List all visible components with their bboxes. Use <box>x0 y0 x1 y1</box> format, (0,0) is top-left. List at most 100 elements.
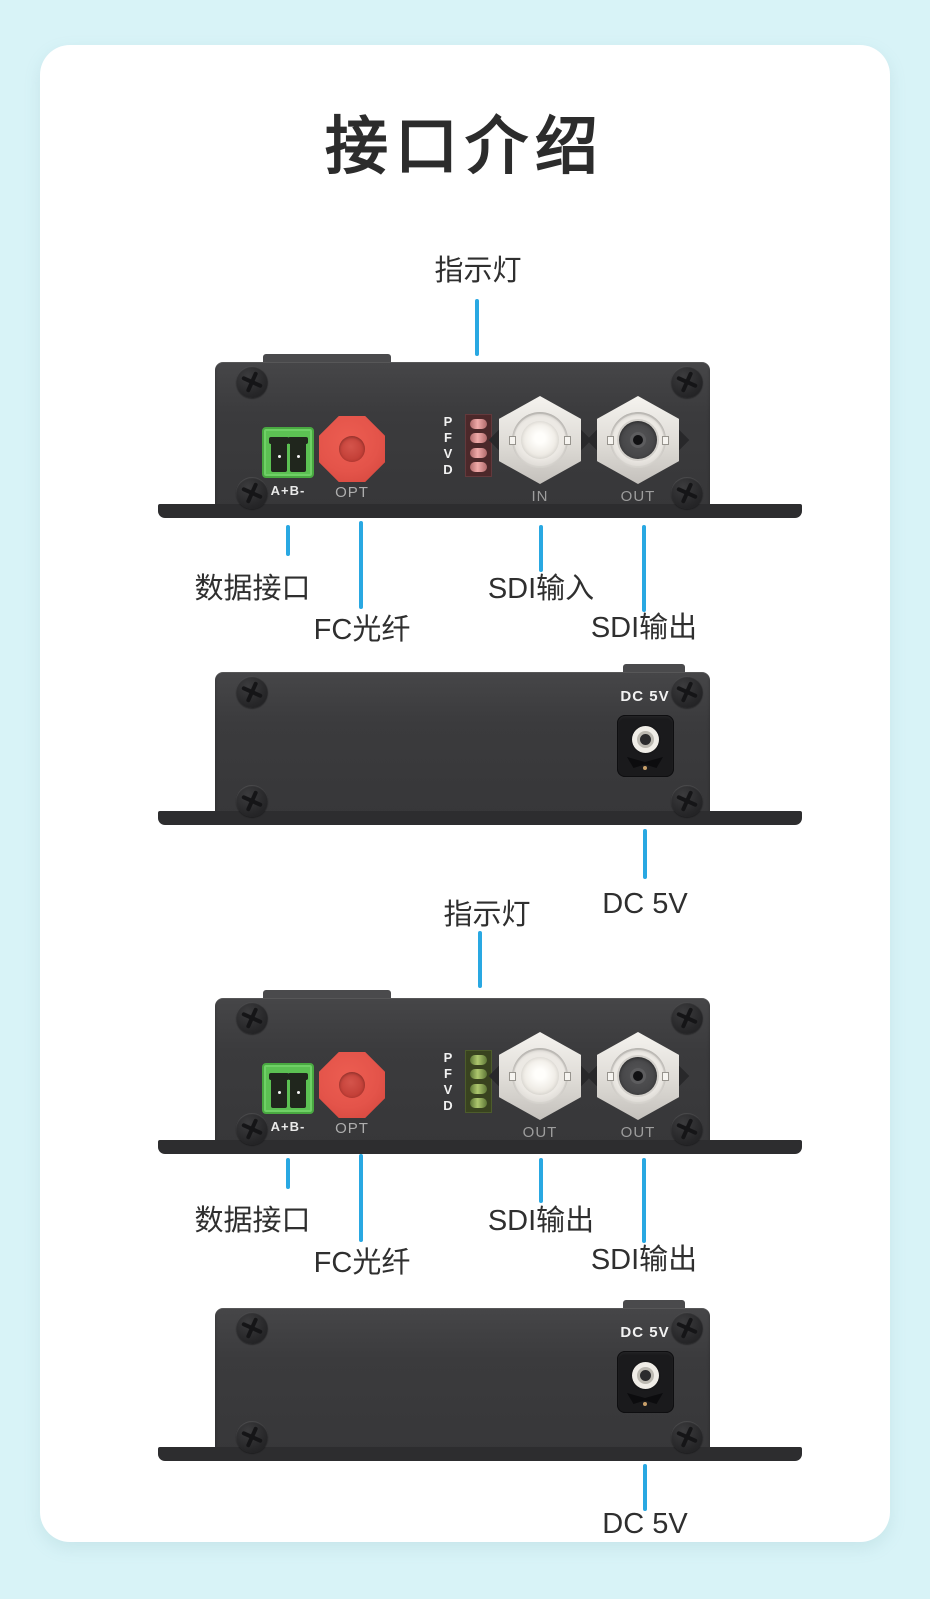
device-front-panel-1: A+B- OPT P F V D IN <box>158 353 802 521</box>
led-cell <box>470 1069 487 1080</box>
callout-line-sdi-in <box>539 525 543 572</box>
dc-jack-pin <box>643 1402 647 1406</box>
fc-optical-connector <box>319 416 385 482</box>
bnc-center <box>619 421 657 459</box>
screw-icon <box>671 1312 703 1344</box>
fc-connector-core <box>339 1072 365 1098</box>
callout-sdi-out-2: SDI输出 <box>487 1205 595 1237</box>
callout-line-sdi-out-2 <box>539 1158 543 1203</box>
screw-icon <box>236 1113 268 1145</box>
terminal-slot <box>269 1073 289 1108</box>
screw-icon <box>671 676 703 708</box>
bnc-connector-out-2: OUT <box>586 1032 690 1144</box>
callout-dc-power-2: DC 5V <box>602 1508 688 1540</box>
callout-sdi-out-3: SDI输出 <box>590 1244 698 1276</box>
callout-line-fc-1 <box>359 521 363 609</box>
led-letter: D <box>443 1098 453 1113</box>
terminal-slot <box>288 437 308 472</box>
bnc-connector-out-1: OUT <box>488 1032 592 1144</box>
dc-jack-wings <box>627 1393 663 1404</box>
led-cell <box>470 461 487 472</box>
terminal-label: A+B- <box>270 1119 306 1134</box>
screw-icon <box>671 477 703 509</box>
led-letter: F <box>444 430 452 445</box>
indicator-led-block <box>465 1050 492 1113</box>
screw-icon <box>236 785 268 817</box>
dc-power-jack <box>617 1351 674 1413</box>
callout-line-indicator-1 <box>475 299 479 356</box>
callout-line-dc-2 <box>643 1464 647 1511</box>
dc-jack-hole <box>637 1367 654 1384</box>
top-sticker-tab <box>623 664 685 674</box>
led-letter: P <box>443 414 453 429</box>
led-cell <box>470 1055 487 1065</box>
callout-line-data-port-2 <box>286 1158 290 1189</box>
screw-icon <box>236 477 268 509</box>
callout-line-fc-2 <box>359 1154 363 1242</box>
dc-jack-ring <box>632 1362 659 1389</box>
page-title: 接口介绍 <box>325 112 605 182</box>
callout-line-data-port-1 <box>286 525 290 556</box>
led-letter: D <box>443 462 453 477</box>
led-cell <box>470 447 487 458</box>
screw-icon <box>236 676 268 708</box>
led-cell <box>470 1083 487 1094</box>
dc-jack-pin <box>643 766 647 770</box>
mounting-flange <box>158 1140 802 1154</box>
callout-line-sdi-out-1 <box>642 525 646 612</box>
dc-jack-hole <box>637 731 654 748</box>
mounting-flange <box>158 504 802 518</box>
data-terminal-block <box>262 427 314 478</box>
screw-icon <box>671 1421 703 1453</box>
callout-line-sdi-out-3 <box>642 1158 646 1243</box>
led-cell <box>470 419 487 429</box>
bnc-label: OUT <box>620 488 656 505</box>
fc-optical-connector <box>319 1052 385 1118</box>
callout-indicator-led-2: 指示灯 <box>443 899 531 931</box>
bnc-connector-out: OUT <box>586 396 690 508</box>
dc-jack-wings <box>627 757 663 768</box>
terminal-slot <box>288 1073 308 1108</box>
bnc-center <box>619 1057 657 1095</box>
indicator-led-block <box>465 414 492 477</box>
bnc-pin-hole <box>633 1071 643 1081</box>
screw-icon <box>671 785 703 817</box>
bnc-center <box>521 421 559 459</box>
opt-label: OPT <box>335 484 369 501</box>
screw-icon <box>236 1421 268 1453</box>
led-letter-column: P F V D <box>439 1051 457 1112</box>
dc-power-jack <box>617 715 674 777</box>
dc-power-label: DC 5V <box>620 688 670 705</box>
callout-sdi-in: SDI输入 <box>487 573 595 605</box>
callout-dc-power-1: DC 5V <box>602 888 688 920</box>
callout-indicator-led-1: 指示灯 <box>434 255 522 287</box>
bnc-label: IN <box>531 488 549 505</box>
device-rear-panel-2: DC 5V <box>158 1300 802 1468</box>
device-rear-panel-1: DC 5V <box>158 664 802 832</box>
terminal-label: A+B- <box>270 483 306 498</box>
led-cell <box>470 433 487 444</box>
led-letter-column: P F V D <box>439 415 457 476</box>
top-sticker-tab <box>263 354 391 365</box>
device-front-panel-2: A+B- OPT P F V D OUT <box>158 989 802 1157</box>
callout-data-port-2: 数据接口 <box>194 1205 311 1237</box>
mounting-flange <box>158 811 802 825</box>
bnc-label: OUT <box>620 1124 656 1141</box>
screw-icon <box>236 1002 268 1034</box>
led-letter: V <box>443 1082 453 1097</box>
opt-label: OPT <box>335 1120 369 1137</box>
top-sticker-tab <box>623 1300 685 1310</box>
screw-icon <box>236 1312 268 1344</box>
screw-icon <box>236 366 268 398</box>
screw-icon <box>671 1002 703 1034</box>
bnc-connector-in: IN <box>488 396 592 508</box>
led-letter: F <box>444 1066 452 1081</box>
led-letter: P <box>443 1050 453 1065</box>
top-sticker-tab <box>263 990 391 1001</box>
callout-fc-fiber-1: FC光纤 <box>313 614 411 646</box>
callout-line-indicator-2 <box>478 931 482 988</box>
mounting-flange <box>158 1447 802 1461</box>
data-terminal-block <box>262 1063 314 1114</box>
screw-icon <box>671 1113 703 1145</box>
